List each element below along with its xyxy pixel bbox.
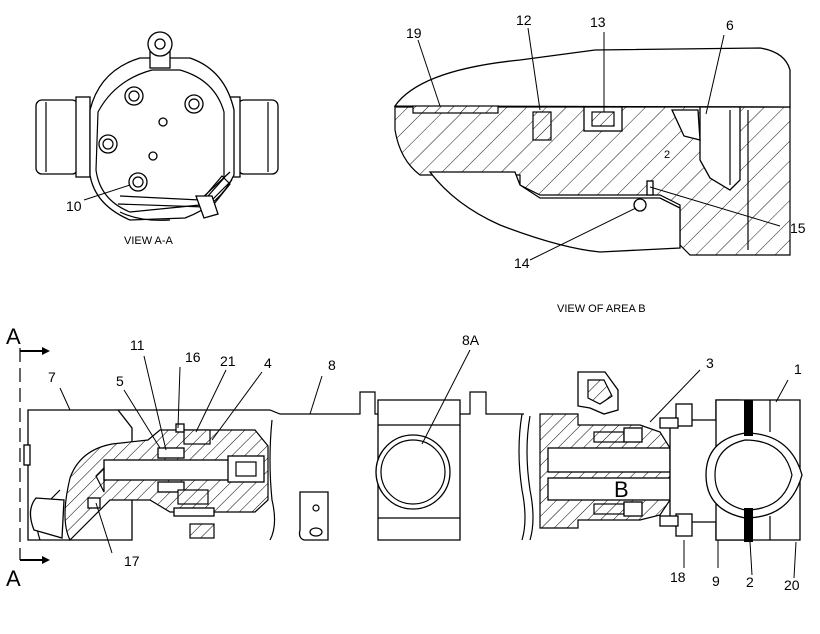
callout-6: 6 [726, 17, 734, 33]
callout-7: 7 [48, 369, 56, 385]
callout-13: 13 [590, 14, 606, 30]
callout-21: 21 [220, 353, 236, 369]
captions: VIEW A-A VIEW OF AREA B A A B [6, 235, 646, 591]
callout-17: 17 [124, 553, 140, 569]
callout-16: 16 [185, 349, 201, 365]
view-area-b-caption: VIEW OF AREA B [557, 303, 646, 315]
callout-12: 12 [516, 12, 532, 28]
view-a-a-drawing [35, 31, 279, 221]
callout-5: 5 [116, 373, 124, 389]
callout-19: 19 [406, 25, 422, 41]
callout-20: 20 [784, 577, 800, 593]
view-area-b-drawing: 2 [393, 27, 791, 261]
area-letter: B [614, 477, 629, 502]
svg-text:2: 2 [664, 149, 670, 161]
view-a-a-caption: VIEW A-A [124, 235, 174, 247]
callout-18: 18 [670, 569, 686, 585]
callout-8: 8 [328, 357, 336, 373]
section-letter-top: A [6, 324, 21, 349]
callout-labels: 10 19 12 13 6 15 14 8A 11 16 21 4 8 3 1 … [48, 12, 806, 593]
callout-8a: 8A [462, 332, 480, 348]
callout-1: 1 [794, 361, 802, 377]
callout-11: 11 [130, 337, 145, 353]
callout-9: 9 [712, 573, 720, 589]
callout-10: 10 [66, 198, 82, 214]
callout-3: 3 [706, 355, 714, 371]
main-section-drawing [19, 347, 803, 579]
callout-15: 15 [790, 220, 806, 236]
section-letter-bottom: A [6, 566, 21, 591]
callout-14: 14 [514, 255, 530, 271]
callout-2: 2 [746, 574, 754, 590]
callout-4: 4 [264, 355, 272, 371]
